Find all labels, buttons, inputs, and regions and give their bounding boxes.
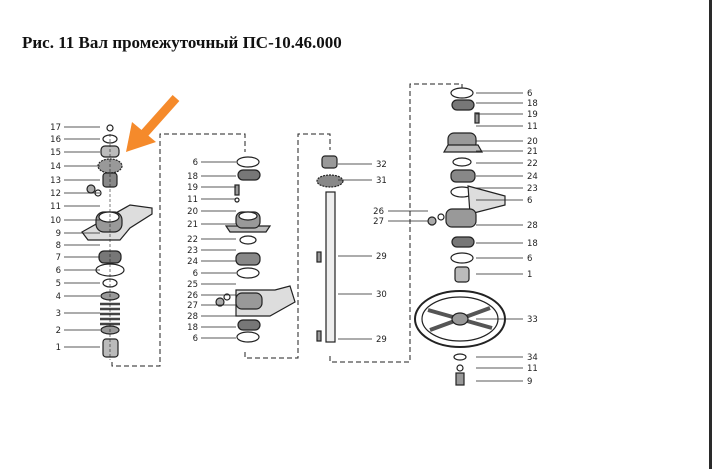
callout-number: 9	[527, 377, 532, 387]
callout-number: 15	[50, 148, 61, 158]
callout-number: 28	[187, 312, 198, 322]
callout-number: 22	[187, 235, 198, 245]
shaft-parts	[316, 155, 344, 343]
callout-number: 2	[56, 326, 61, 336]
callout-number: 24	[527, 172, 538, 182]
callout-number: 6	[527, 254, 532, 264]
figure-title: Рис. 11 Вал промежуточный ПС-10.46.000	[22, 33, 342, 52]
callout-number: 8	[56, 241, 61, 251]
callout-number: 16	[50, 135, 61, 145]
callout-number: 3	[56, 309, 61, 319]
callout-number: 24	[187, 257, 198, 267]
column-1-parts	[81, 124, 153, 360]
callout-number: 13	[50, 176, 61, 186]
callout-number: 1	[56, 343, 61, 353]
callout-number: 18	[527, 99, 538, 109]
column-2-parts	[215, 156, 296, 343]
callout-number: 5	[56, 279, 61, 289]
callout-number: 33	[527, 315, 538, 325]
callout-number: 22	[527, 159, 538, 169]
callout-number: 26	[373, 207, 384, 217]
callout-number: 18	[527, 239, 538, 249]
callout-number: 34	[527, 353, 538, 363]
callout-number: 20	[187, 207, 198, 217]
callout-number: 6	[527, 196, 532, 206]
callout-number: 19	[187, 183, 198, 193]
callout-number: 6	[193, 158, 198, 168]
callout-number: 10	[50, 216, 61, 226]
callout-number: 6	[193, 269, 198, 279]
callout-number: 23	[187, 246, 198, 256]
callout-number: 12	[50, 189, 61, 199]
callout-number: 29	[376, 335, 387, 345]
callout-number: 11	[527, 122, 538, 132]
callout-number: 31	[376, 176, 387, 186]
callout-number: 21	[527, 147, 538, 157]
callout-number: 25	[187, 280, 198, 290]
callout-number: 26	[187, 291, 198, 301]
callout-number: 27	[187, 301, 198, 311]
callout-labels: 1716151413121110987654321618191120212223…	[50, 89, 538, 387]
callout-number: 18	[187, 323, 198, 333]
callout-number: 4	[56, 292, 61, 302]
callout-number: 7	[56, 253, 61, 263]
callout-number: 17	[50, 123, 61, 133]
callout-number: 6	[527, 89, 532, 99]
callout-number: 14	[50, 162, 61, 172]
callout-number: 19	[527, 110, 538, 120]
callout-number: 18	[187, 172, 198, 182]
column-4-parts	[414, 87, 506, 386]
callout-number: 20	[527, 137, 538, 147]
callout-number: 23	[527, 184, 538, 194]
connection-dashed-lines	[111, 83, 463, 367]
callout-number: 21	[187, 220, 198, 230]
orange-pointer-arrow-icon	[126, 95, 180, 152]
callout-number: 29	[376, 252, 387, 262]
callout-number: 1	[527, 270, 532, 280]
callout-number: 6	[56, 266, 61, 276]
callout-number: 32	[376, 160, 387, 170]
page-edge	[709, 0, 712, 469]
callout-number: 11	[187, 195, 198, 205]
callout-number: 28	[527, 221, 538, 231]
callout-number: 9	[56, 229, 61, 239]
callout-number: 6	[193, 334, 198, 344]
callout-number: 27	[373, 217, 384, 227]
callout-number: 11	[50, 202, 61, 212]
callout-number: 30	[376, 290, 387, 300]
callout-number: 11	[527, 364, 538, 374]
